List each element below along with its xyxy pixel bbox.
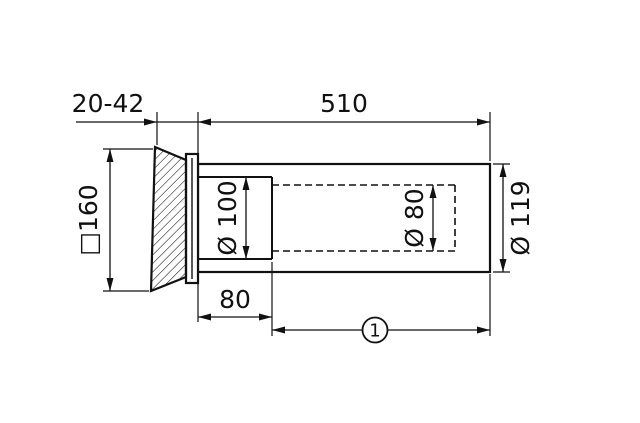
insert-dashed-outline [272, 184, 456, 252]
position-marker-circle [361, 316, 389, 344]
label-overall-length: 510 [320, 89, 368, 118]
dimension-labels: 20-42 510 □160 Ø 100 Ø 80 Ø 119 80 [72, 89, 535, 314]
inner-bore-100 [198, 176, 273, 260]
dimension-lines [76, 118, 507, 334]
part-geometry [149, 145, 492, 293]
label-outer-diameter: Ø 119 [506, 180, 535, 255]
position-marker-number: 1 [369, 321, 380, 342]
extension-lines [103, 112, 510, 336]
label-adjust-range: 20-42 [72, 89, 145, 118]
label-insert-diameter: Ø 80 [400, 188, 429, 247]
label-flange-square: □160 [74, 184, 103, 255]
label-inner-diameter: Ø 100 [213, 180, 242, 255]
flange-plate [149, 145, 188, 293]
label-collar-length: 80 [219, 285, 251, 314]
position-marker: 1 [361, 316, 389, 344]
